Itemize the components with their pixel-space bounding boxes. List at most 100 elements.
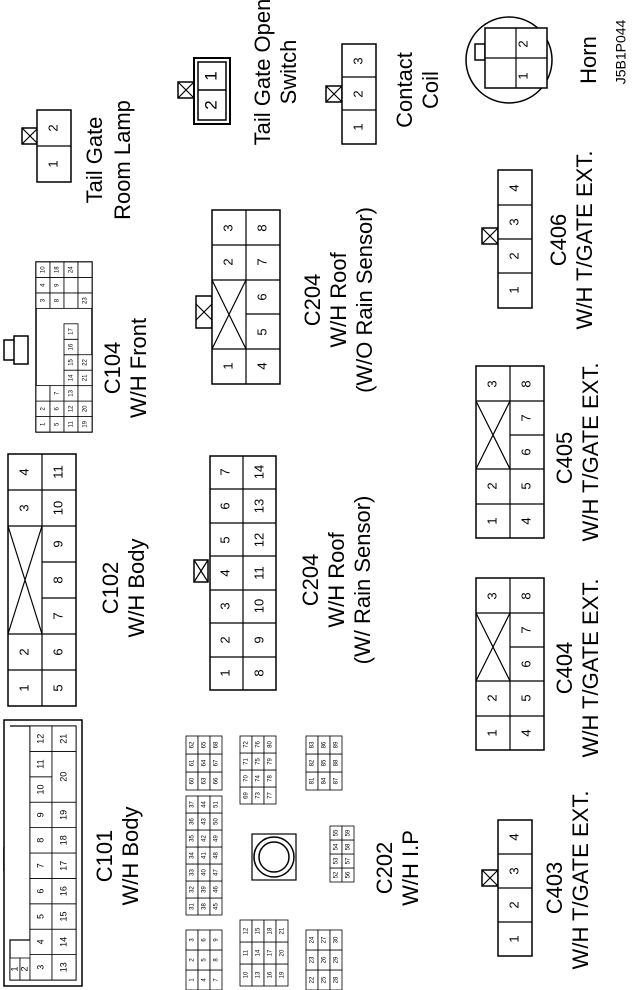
pin-label: 21	[58, 734, 68, 744]
pin-label: 44	[202, 801, 208, 808]
pin-label: 72	[244, 741, 250, 748]
pin-label: 9	[214, 938, 220, 942]
pin-label: 73	[256, 792, 262, 799]
pin-label: 4	[217, 569, 232, 576]
pin-label: 18	[58, 835, 68, 845]
pin-label: 3	[217, 602, 232, 609]
pin-label: 8	[214, 958, 220, 962]
pin-label: 5	[217, 536, 232, 543]
pin-label: 9	[55, 283, 61, 287]
pin-label: 1	[9, 966, 19, 971]
pin-label: 5	[50, 684, 65, 691]
pin-label: 2	[41, 406, 47, 410]
pin-cell	[77, 261, 93, 278]
pin-cell	[51, 725, 77, 752]
pin-label: 35	[190, 835, 196, 842]
pin-cell	[51, 878, 77, 905]
connector-label: C204	[300, 274, 325, 327]
pin-label: 89	[334, 741, 340, 748]
connector-c405: 1 2 3 4 5 6 7 8 C405 W/H T/GATE EXT.	[475, 363, 603, 542]
pin-label: 1	[220, 362, 235, 369]
pin-label: 19	[280, 971, 286, 978]
pin-cell	[63, 292, 79, 309]
pin-label: 1	[190, 978, 196, 982]
pin-label: 5	[55, 422, 61, 426]
pin-label: 7	[217, 468, 232, 475]
pin-label: 20	[83, 405, 89, 412]
pin-label: 34	[190, 852, 196, 859]
pin-cell	[51, 801, 77, 829]
pin-label: 56	[346, 871, 352, 878]
pin-label: 1	[41, 422, 47, 426]
connector-label: C202	[372, 842, 397, 895]
connector-c104: 123410567891811121314151617241920212223 …	[3, 261, 151, 433]
pin-label: 68	[214, 741, 220, 748]
pin-label: 6	[254, 293, 269, 300]
pin-label: 64	[202, 759, 208, 766]
pin-label: 7	[518, 414, 533, 421]
pin-cell	[77, 277, 93, 294]
pin-cell	[63, 323, 79, 340]
pin-label: 22	[310, 976, 316, 983]
pin-label: 74	[256, 775, 262, 782]
pin-label: 18	[55, 266, 61, 273]
pin-cell	[263, 735, 277, 754]
pin-label: 88	[334, 759, 340, 766]
connector-horn: 1 2 Horn	[465, 16, 601, 104]
pin-label: 36	[190, 818, 196, 825]
pin-label: 4	[518, 729, 533, 736]
pin-label: 14	[69, 374, 75, 381]
pin-label: 65	[202, 741, 208, 748]
pin-cell	[329, 735, 343, 755]
pin-label: 10	[50, 501, 65, 515]
pin-label: 11	[35, 759, 45, 768]
pin-label: 55	[334, 829, 340, 836]
pin-label: 78	[268, 775, 274, 782]
figure-code: J5B1P044	[613, 19, 629, 84]
connector-label: W/H T/GATE EXT.	[572, 151, 597, 330]
pin-label: 3	[16, 504, 31, 511]
pin-cell	[77, 385, 93, 402]
pin-label: 7	[214, 978, 220, 982]
pin-label: 10	[41, 266, 47, 273]
pin-label: 54	[334, 843, 340, 850]
pin-label: 1	[506, 935, 521, 942]
pin-label: 12	[251, 533, 266, 547]
pin-label: 6	[518, 660, 533, 667]
pin-cell	[209, 735, 223, 755]
pin-label: 24	[69, 266, 75, 273]
connector-tailgate-room-lamp: 1 2 Tail Gate Room Lamp	[21, 100, 135, 220]
pin-label: 29	[334, 956, 340, 963]
pin-label: 23	[83, 297, 89, 304]
pin-label: 83	[310, 741, 316, 748]
pin-label: 13	[69, 389, 75, 396]
pin-label: 45	[214, 903, 220, 910]
pin-label: 5	[202, 958, 208, 962]
connector-label: Horn	[576, 36, 601, 84]
connector-label: (W/ Rain Sensor)	[350, 496, 375, 665]
pin-label: 2	[45, 124, 60, 131]
pin-label: 16	[69, 343, 75, 350]
pin-label: 76	[256, 741, 262, 748]
pin-label: 75	[256, 758, 262, 765]
pin-label: 2	[350, 90, 365, 97]
connector-label: W/H Front	[126, 318, 151, 418]
pin-label: 69	[244, 792, 250, 799]
pin-label: 4	[518, 517, 533, 524]
pin-label: 87	[334, 777, 340, 784]
pin-label: 38	[202, 903, 208, 910]
pin-label: 13	[58, 962, 68, 972]
pin-label: 27	[322, 936, 328, 943]
pin-label: 4	[41, 283, 47, 287]
pin-label: 77	[268, 792, 274, 799]
connector-label: C406	[546, 214, 571, 267]
pin-label: 3	[484, 380, 499, 387]
connector-label: Coil	[418, 71, 443, 109]
connector-c404: 1 2 3 4 5 6 7 8 C404 W/H T/GATE EXT.	[475, 577, 603, 757]
pin-label: 9	[35, 812, 45, 817]
pin-cell	[35, 385, 51, 402]
connector-label: W/H T/GATE EXT.	[578, 363, 603, 542]
pin-cell	[341, 825, 355, 841]
pin-label: 14	[251, 465, 266, 479]
